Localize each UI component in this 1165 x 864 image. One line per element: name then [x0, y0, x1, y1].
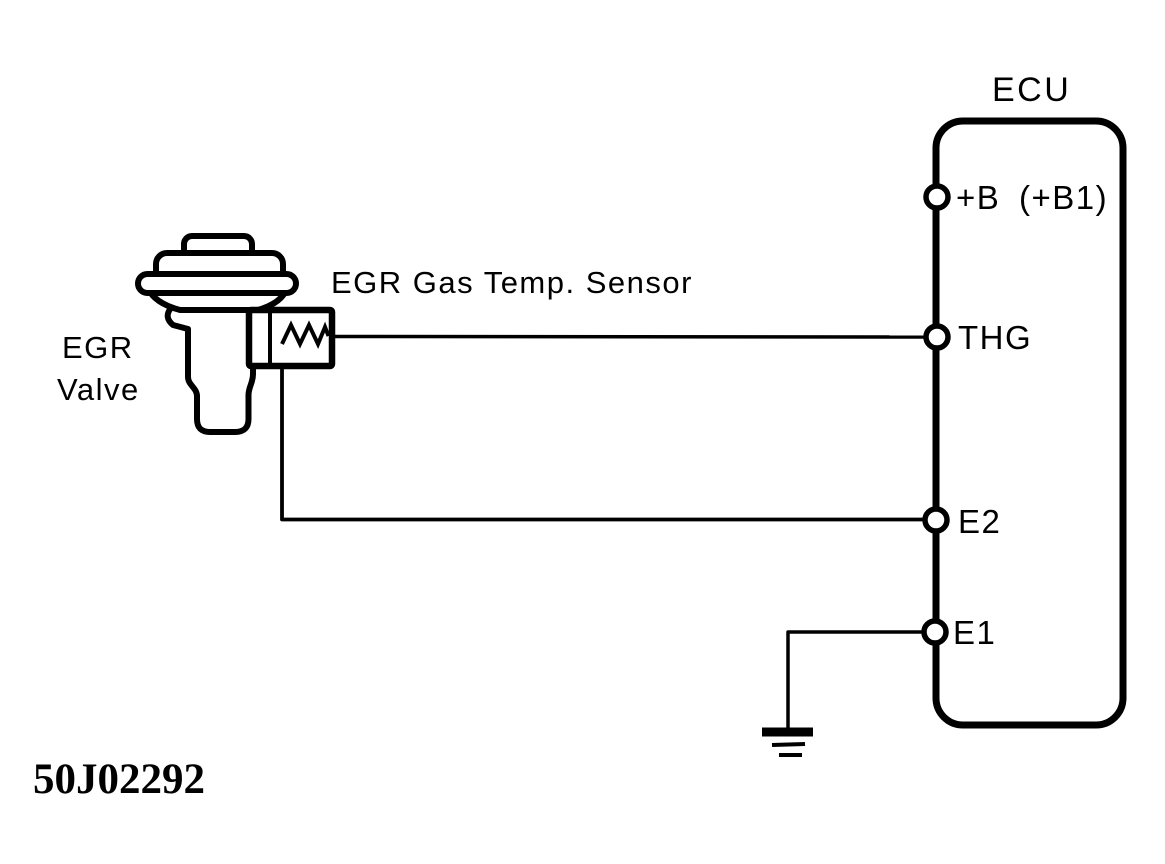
wire-e1-ground: [786, 630, 925, 730]
egr-valve-label-line2: Valve: [57, 372, 140, 407]
terminal-label-thg: THG: [958, 319, 1032, 356]
terminal-dot-thg: [923, 323, 951, 351]
sensor-label: EGR Gas Temp. Sensor: [331, 265, 693, 300]
terminal-label-b: +B: [956, 179, 1000, 216]
wire-thg: [331, 334, 927, 339]
terminal-label-e1: E1: [953, 614, 996, 651]
egr-gas-temp-sensor-icon: [245, 306, 336, 370]
ecu-box: [932, 117, 1127, 729]
terminal-label-e2: E2: [958, 503, 1001, 540]
wire-e2: [280, 366, 926, 522]
valve-body: [164, 298, 256, 435]
ecu-title: ECU: [992, 71, 1071, 109]
egr-valve-label-line1: EGR: [62, 330, 134, 365]
ecu-terminal-dots: [921, 183, 951, 646]
egr-valve-icon: [135, 233, 299, 435]
figure-code: 50J02292: [33, 756, 205, 803]
ground-bar-2: [771, 742, 806, 747]
terminal-dot-e1: [921, 618, 949, 646]
wires: [280, 334, 927, 730]
valve-flange: [135, 271, 299, 296]
resistor-zigzag-icon: [280, 320, 331, 349]
ground-icon: [762, 727, 813, 757]
terminal-label-b-alt: (+B1): [1019, 179, 1108, 216]
terminal-dot-e2: [922, 506, 950, 534]
terminal-dot-b: [923, 183, 951, 211]
